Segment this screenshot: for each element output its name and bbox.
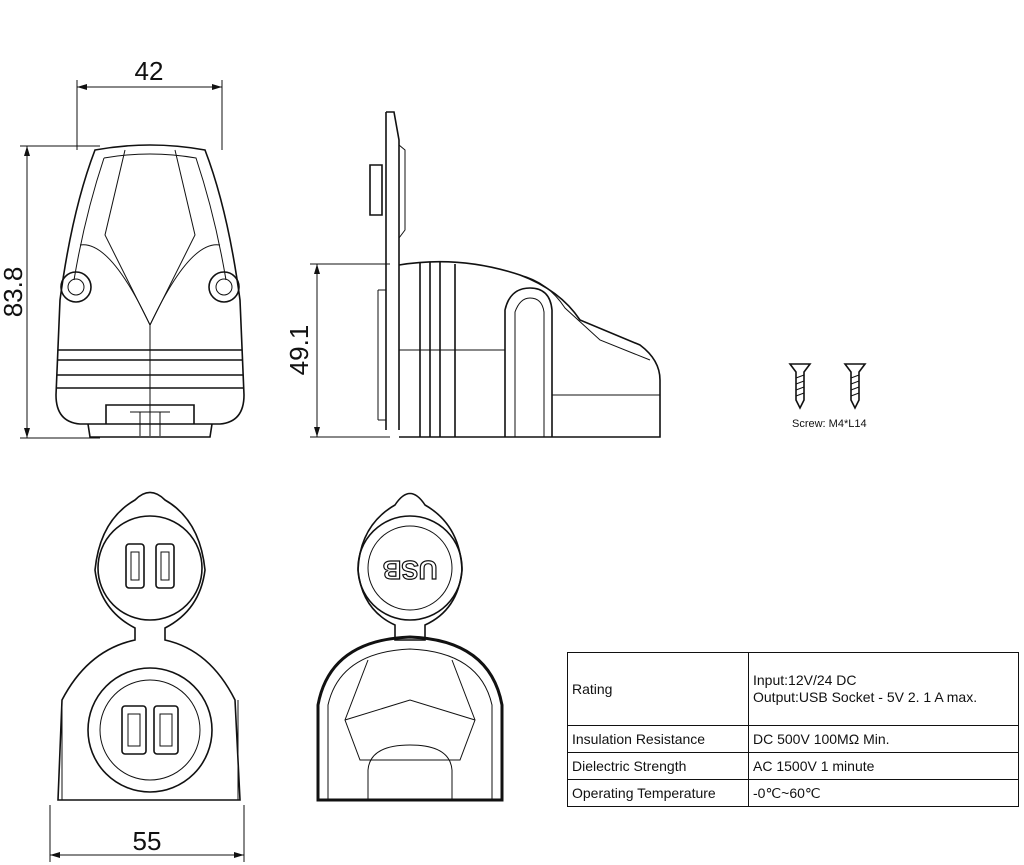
usb-cap-label: USB [383, 555, 438, 585]
spec-value: AC 1500V 1 minute [748, 752, 1019, 780]
bottom-width-dimension: 55 [133, 826, 162, 856]
spec-label: Operating Temperature [567, 779, 749, 807]
spec-label: Insulation Resistance [567, 725, 749, 753]
side-view: 49.1 [284, 111, 661, 438]
screw-icon [788, 363, 812, 410]
spec-value: -0℃~60℃ [748, 779, 1019, 807]
spec-value: DC 500V 100MΩ Min. [748, 725, 1019, 753]
spec-label: Dielectric Strength [567, 752, 749, 780]
spec-value-line: Output:USB Socket - 5V 2. 1 A max. [753, 689, 978, 705]
bottom-view: 55 [49, 491, 245, 862]
spec-value-line: Input:12V/24 DC [753, 672, 857, 688]
spec-row-rating: Rating Input:12V/24 DC Output:USB Socket… [567, 652, 1019, 726]
spec-value: Input:12V/24 DC Output:USB Socket - 5V 2… [748, 652, 1019, 726]
front-height-dimension: 83.8 [0, 267, 28, 318]
spec-row-insulation-resistance: Insulation Resistance DC 500V 100MΩ Min. [567, 725, 1019, 753]
screw-icon [843, 363, 867, 410]
cap-view: USB [316, 492, 504, 802]
front-view: 42 83.8 [0, 56, 245, 439]
screw-illustrations [788, 363, 867, 410]
specification-table: Rating Input:12V/24 DC Output:USB Socket… [567, 652, 1019, 807]
spec-row-dielectric-strength: Dielectric Strength AC 1500V 1 minute [567, 752, 1019, 780]
spec-label: Rating [567, 652, 749, 726]
spec-row-operating-temperature: Operating Temperature -0℃~60℃ [567, 779, 1019, 807]
screw-caption: Screw: M4*L14 [792, 418, 867, 430]
front-width-dimension: 42 [135, 56, 164, 86]
side-height-dimension: 49.1 [284, 325, 314, 376]
